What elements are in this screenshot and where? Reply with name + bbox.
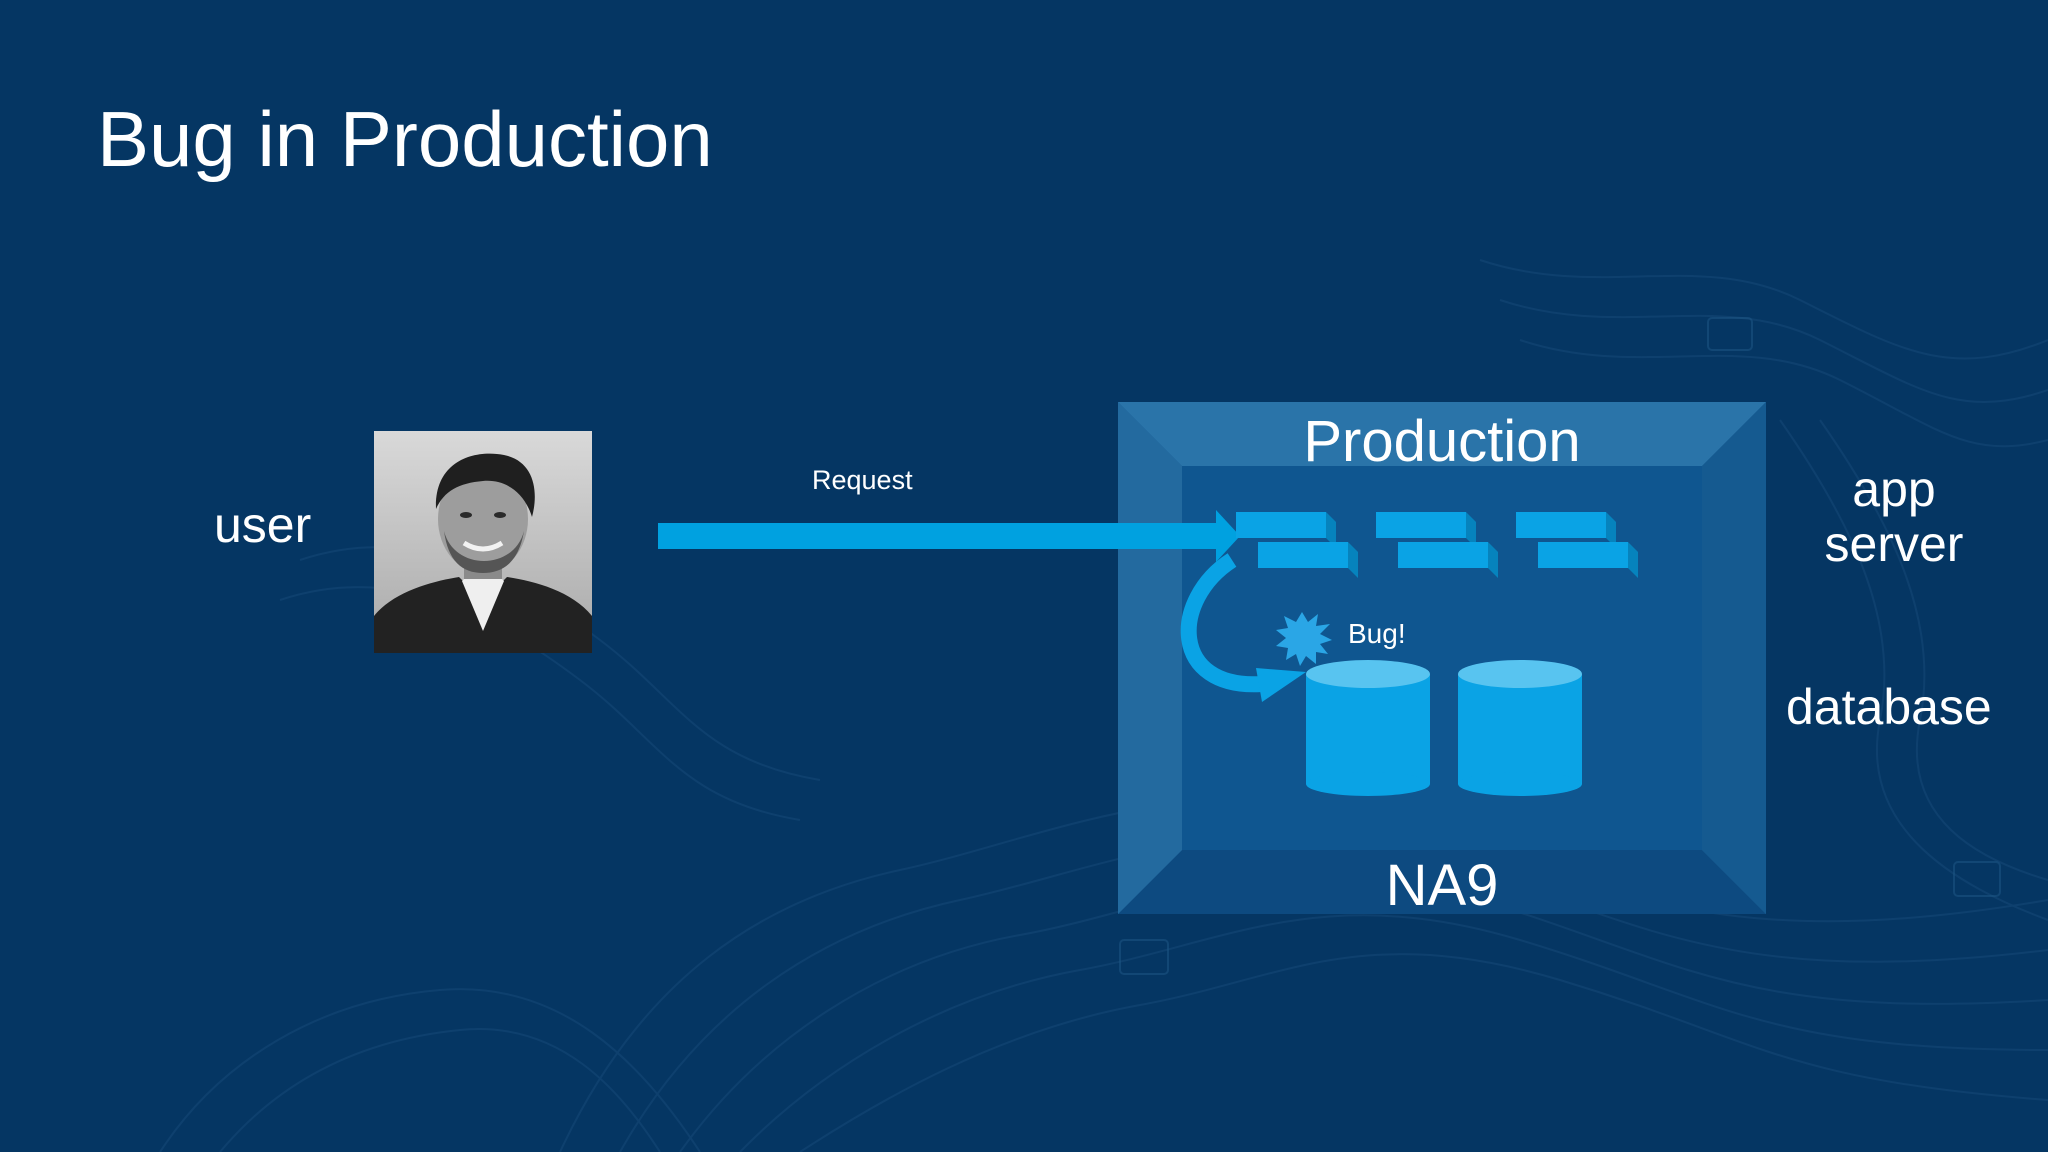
database-label: database	[1786, 679, 1992, 735]
bug-burst-icon	[1276, 612, 1332, 666]
server-block-icon	[1376, 512, 1498, 578]
server-block-icon	[1516, 512, 1638, 578]
app-server-label-line1: app	[1852, 461, 1936, 517]
request-arrow	[658, 510, 1240, 562]
curved-arrow	[1180, 553, 1306, 702]
slide-title: Bug in Production	[97, 95, 713, 183]
person-portrait-icon	[374, 431, 592, 653]
bug-label: Bug!	[1348, 618, 1406, 649]
production-title: Production	[1303, 409, 1581, 474]
request-label: Request	[812, 465, 913, 495]
app-server-label: app server	[1820, 462, 1968, 572]
production-box	[1118, 402, 1766, 914]
database-cylinder-icon	[1306, 660, 1430, 796]
server-block-icon	[1236, 512, 1358, 578]
database-cylinder-icon	[1458, 660, 1582, 796]
user-label: user	[214, 497, 312, 553]
region-label: NA9	[1385, 853, 1499, 918]
app-server-label-line2: server	[1824, 516, 1964, 572]
